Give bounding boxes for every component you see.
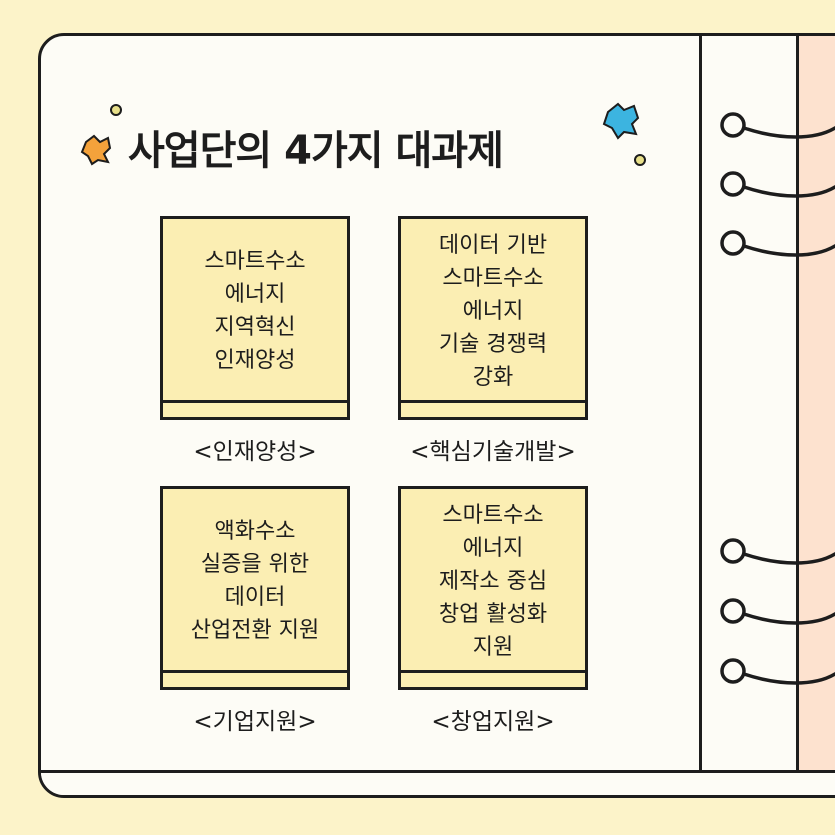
- card-text: 데이터 기반 스마트수소 에너지 기술 경쟁력 강화: [438, 232, 548, 390]
- task-card-startup: 스마트수소 에너지 제작소 중심 창업 활성화 지원: [398, 486, 588, 690]
- back-page: [799, 36, 835, 795]
- page-title: 사업단의 4가지 대과제: [128, 128, 504, 174]
- yellow-dot-icon: [634, 154, 646, 166]
- task-card-business: 액화수소 실증을 위한 데이터 산업전환 지원: [160, 486, 350, 690]
- card-footer: [401, 670, 585, 687]
- task-card-core-tech: 데이터 기반 스마트수소 에너지 기술 경쟁력 강화: [398, 216, 588, 420]
- spiral-ring-icon: [720, 171, 835, 198]
- spiral-ring-icon: [720, 112, 835, 139]
- blue-splat-icon: [602, 102, 640, 140]
- spiral-ring-icon: [720, 658, 835, 685]
- card-caption: <창업지원>: [431, 709, 555, 735]
- spiral-ring-icon: [720, 230, 835, 257]
- card-caption: <기업지원>: [193, 709, 317, 735]
- spiral-ring-icon: [720, 598, 835, 625]
- notebook-spine: [699, 36, 799, 795]
- card-text: 스마트수소 에너지 지역혁신 인재양성: [204, 249, 306, 373]
- card-text: 액화수소 실증을 위한 데이터 산업전환 지원: [190, 519, 320, 643]
- yellow-dot-icon: [110, 104, 122, 116]
- task-card-talent: 스마트수소 에너지 지역혁신 인재양성: [160, 216, 350, 420]
- notebook-bottom-edge: [41, 770, 835, 795]
- spiral-ring-icon: [720, 538, 835, 565]
- card-footer: [401, 400, 585, 417]
- orange-splat-icon: [80, 134, 112, 166]
- card-footer: [163, 670, 347, 687]
- card-caption: <핵심기술개발>: [410, 439, 576, 465]
- card-caption: <인재양성>: [193, 439, 317, 465]
- card-text: 스마트수소 에너지 제작소 중심 창업 활성화 지원: [438, 502, 548, 660]
- card-footer: [163, 400, 347, 417]
